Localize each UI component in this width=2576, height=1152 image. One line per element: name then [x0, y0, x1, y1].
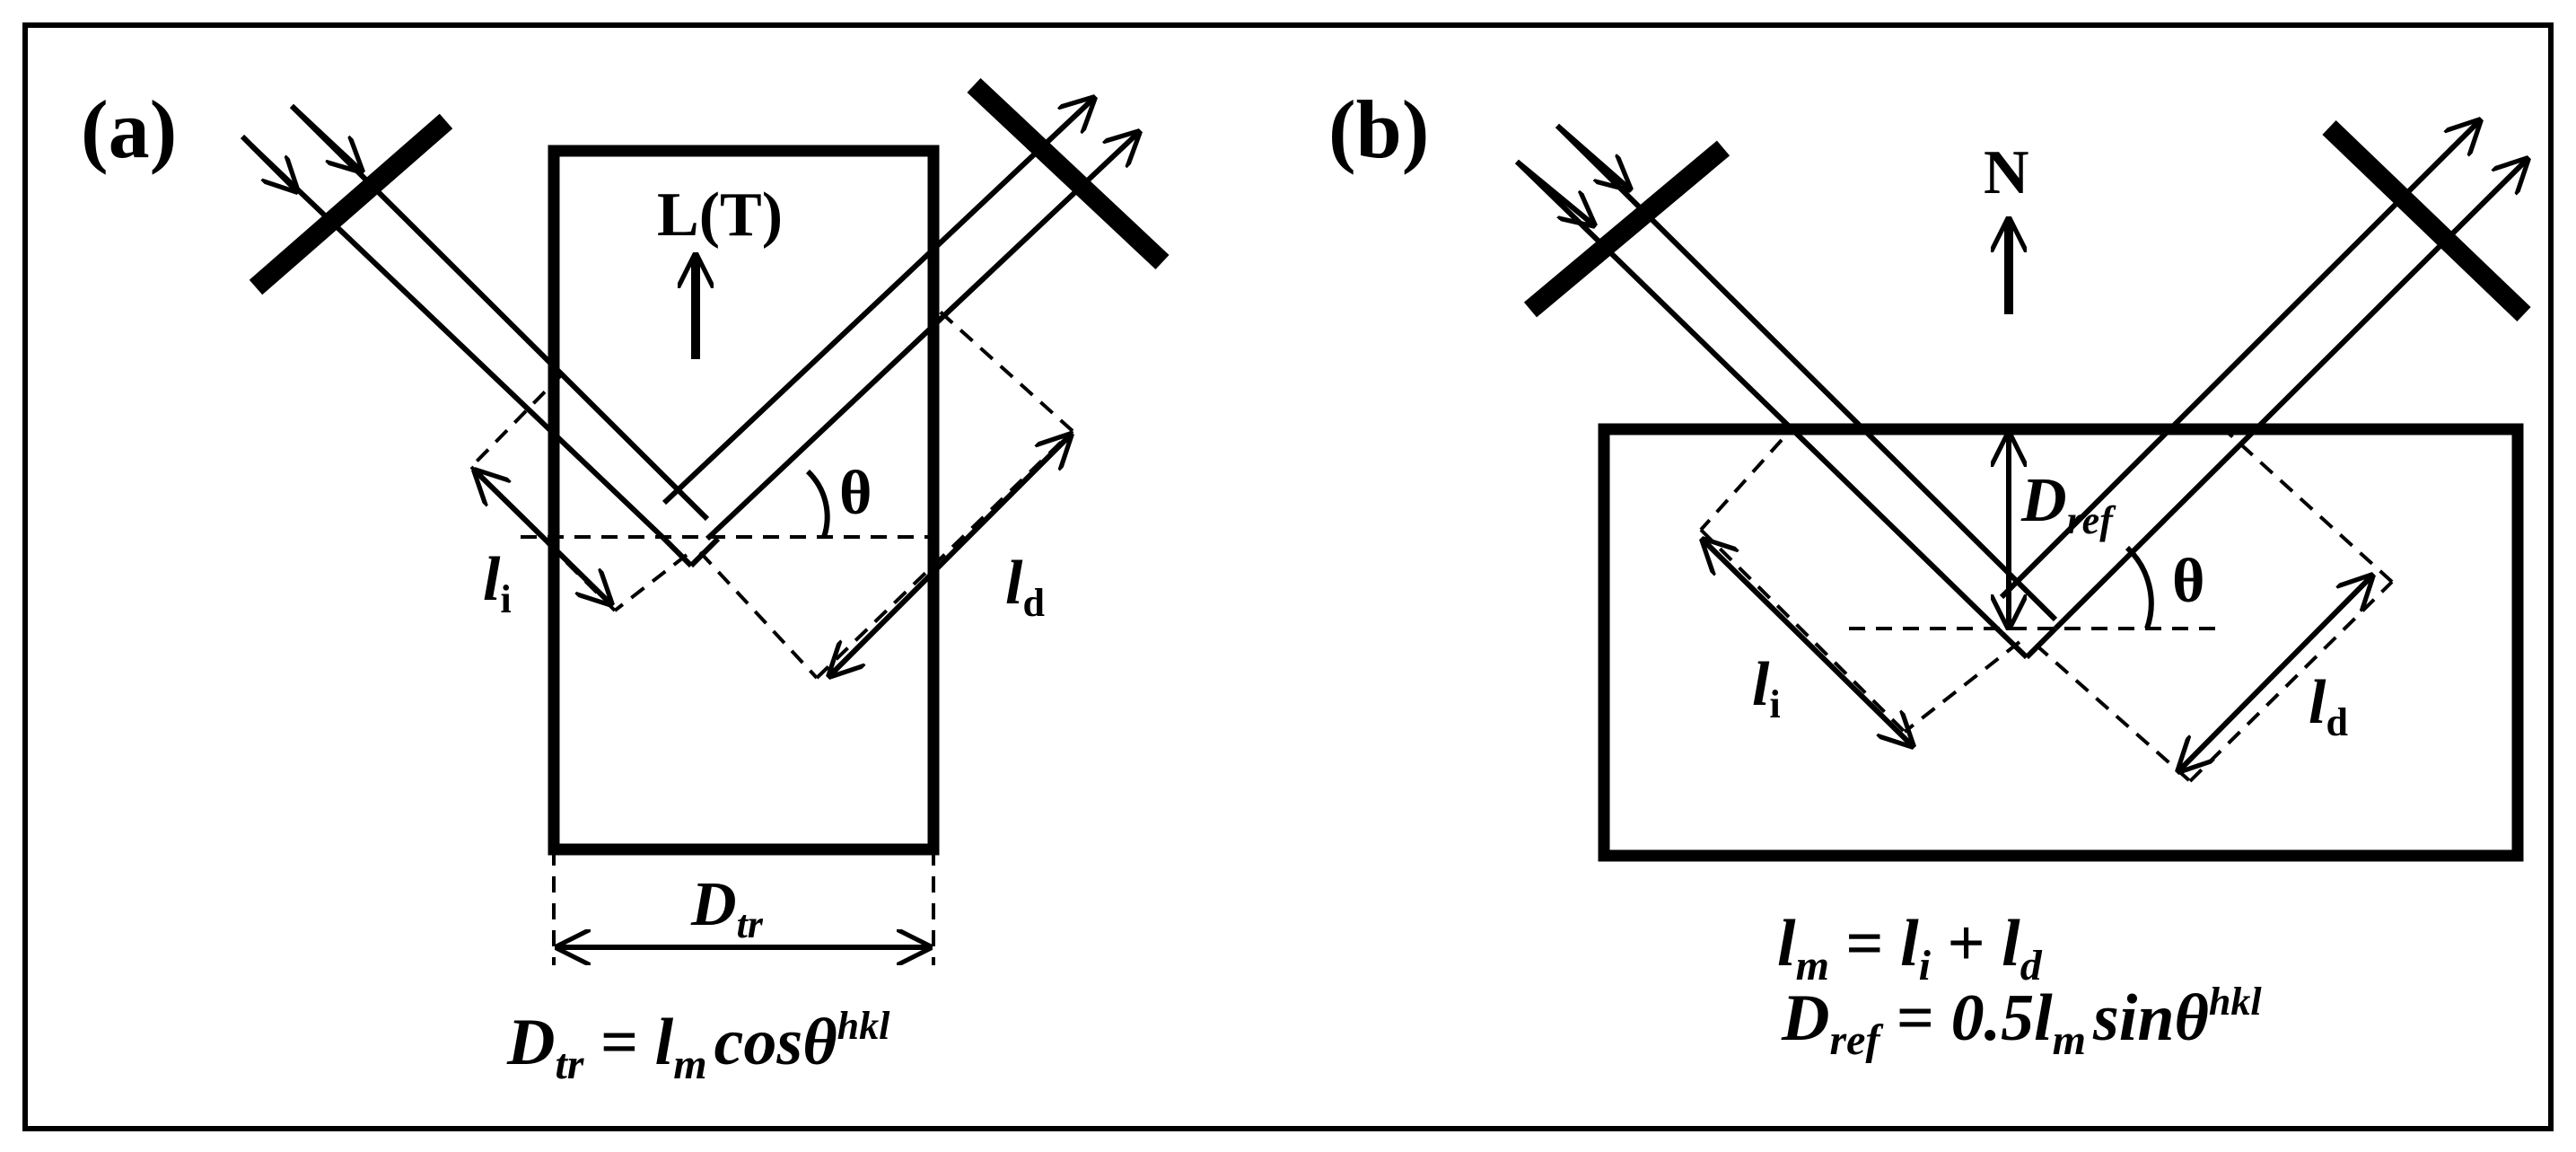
- panel-a-incident-beam-lower: [249, 143, 667, 541]
- panel-b-diffracted-beam-upper: [1999, 121, 2479, 600]
- panel-b-dash-li-side: [1699, 528, 1906, 734]
- panel-a-ld-arrow: [830, 435, 1070, 675]
- outer-frame: [22, 22, 2554, 1131]
- panel-b-diffracted-beam-lower: [2053, 160, 2527, 631]
- panel-b-dash-ld-bottom: [2034, 643, 2192, 783]
- panel-b-ld-arrow: [2179, 576, 2371, 770]
- panel-a-label: (a): [81, 84, 177, 175]
- panel-a-direction-label: L(T): [657, 180, 783, 250]
- panel-b-li-label: li: [1752, 650, 1781, 726]
- panel-b: (b) N Dref θ: [1328, 84, 2527, 1064]
- panel-a-diffracted-beam-upper: [662, 99, 1093, 506]
- panel-a-dash-ld-bottom: [698, 550, 819, 680]
- panel-b-label: (b): [1328, 84, 1429, 175]
- panel-a-dash-li-top: [469, 371, 565, 469]
- panel-b-incident-slit: [1523, 140, 1730, 318]
- panel-b-incident-arrow-lower: [1555, 123, 1629, 189]
- panel-a-theta-arc: [805, 469, 830, 538]
- panel-b-incident-arrow-upper: [1515, 159, 1593, 224]
- panel-a-theta-label: θ: [839, 459, 872, 528]
- panel-a-intersect-1: [662, 536, 694, 568]
- panel-b-dash-ld-side: [2188, 580, 2394, 783]
- panel-a-incident-arrow-upper: [240, 134, 296, 190]
- panel-b-dash-li-top: [1699, 438, 1783, 532]
- panel-a-incident-arrow-lower: [289, 103, 361, 171]
- panel-b-incident-beam-lower: [1514, 159, 2004, 636]
- panel-b-diffracted-slit: [2322, 120, 2531, 321]
- panel-b-dash-li-bottom: [1903, 640, 2021, 734]
- panel-a-diffracted-slit: [967, 77, 1170, 270]
- panel-a: (a) L(T) li ld: [81, 77, 1170, 1088]
- panel-b-li-arrow: [1704, 541, 1912, 745]
- panel-a-dtr-label: Dtr: [690, 870, 764, 946]
- panel-a-li-label: li: [483, 545, 512, 621]
- panel-a-dash-ld-top: [936, 308, 1074, 433]
- panel-a-diffracted-beam-lower: [705, 133, 1138, 541]
- panel-b-ld-label: ld: [2309, 668, 2348, 744]
- panel-b-intersect-2: [2024, 626, 2058, 660]
- panel-b-dash-ld-top: [2222, 427, 2394, 584]
- panel-b-theta-label: θ: [2172, 547, 2205, 616]
- panel-a-ld-label: ld: [1005, 549, 1045, 625]
- panel-a-li-arrow: [476, 471, 610, 603]
- panel-a-incident-slit: [249, 113, 453, 295]
- panel-a-dash-li-bottom: [613, 553, 688, 612]
- panel-b-incident-beam-upper: [1555, 123, 2058, 622]
- panel-b-theta-arc: [2125, 545, 2154, 629]
- panel-a-sample: [548, 145, 940, 856]
- panel-b-sample: [1598, 423, 2524, 862]
- panel-b-equation-1: lm = li + ld: [1777, 907, 2043, 989]
- panel-b-dref-label: Dref: [2020, 466, 2116, 542]
- panel-b-direction-label: N: [1984, 138, 2029, 207]
- panel-a-intersect-2: [688, 536, 721, 568]
